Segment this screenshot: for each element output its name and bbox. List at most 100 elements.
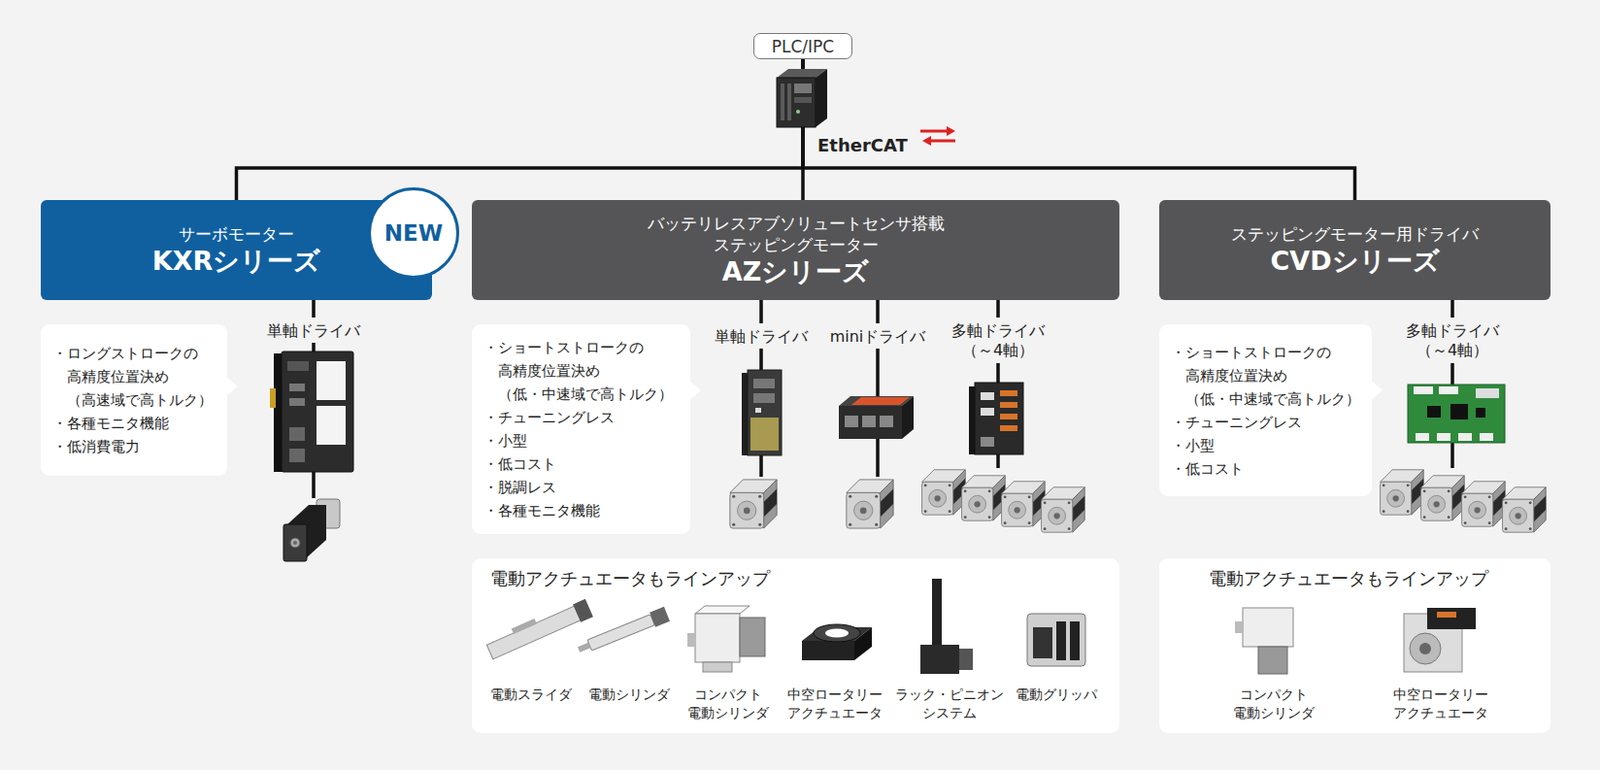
text-line: 単軸ドライバ <box>266 321 361 341</box>
feature-item: ・ショートストロークの 高精度位置決め （低・中速域で高トルク） <box>483 335 679 406</box>
text-line: 電動シリンダ <box>588 685 670 704</box>
text-line: （～4軸） <box>951 340 1045 361</box>
text-line: ・脱調レス <box>483 475 679 500</box>
servo-motor <box>283 499 340 562</box>
feature-item: ・低コスト <box>1170 457 1361 481</box>
kxr-driver <box>269 351 354 472</box>
driver-label: 多軸ドライバ （～4軸） <box>1405 321 1500 361</box>
series-title: AZシリーズ <box>722 255 869 289</box>
feature-item: ・低消費電力 <box>52 434 216 459</box>
feature-item: ・ショートストロークの 高精度位置決め （低・中速域で高トルク） <box>1170 340 1361 411</box>
text-line: ・小型 <box>1170 433 1361 458</box>
text-line: コンパクト <box>1233 685 1315 704</box>
text-line: （高速域で高トルク） <box>52 388 216 412</box>
cvd-board <box>1407 384 1505 443</box>
actuator-name: 電動シリンダ <box>588 685 670 704</box>
feature-item: ・チューニングレス <box>483 405 679 430</box>
text-line: ・低コスト <box>483 452 679 476</box>
actuator-name: ラック・ピニオン システム <box>895 685 1004 723</box>
text-line: 電動アクチュエータもラインアップ <box>1208 566 1489 591</box>
text-line: システム <box>895 703 1004 723</box>
driver-label: 単軸ドライバ <box>266 321 361 341</box>
series-subtitle: ステッピングモーター用ドライバ <box>1231 223 1479 245</box>
bus-connector <box>802 59 1356 200</box>
text-line: 電動スライダ <box>490 685 572 704</box>
plc-computer <box>776 68 828 128</box>
series-box: バッテリレスアブソリュートセンサ搭載 ステッピングモーターAZシリーズ <box>471 200 1120 300</box>
text-line: アクチュエータ <box>787 703 883 723</box>
text-line: EtherCAT <box>817 134 908 157</box>
feature-callout: ・ロングストロークの 高精度位置決め （高速域で高トルク）・各種モニタ機能・低消… <box>40 324 228 476</box>
text-line: ・各種モニタ機能 <box>52 411 216 435</box>
badge-text: NEW <box>384 220 443 246</box>
feature-item: ・各種モニタ機能 <box>483 499 679 523</box>
text-line: 中空ロータリー <box>787 685 883 704</box>
driver-label: 多軸ドライバ （～4軸） <box>951 321 1045 361</box>
actuator-name: コンパクト 電動シリンダ <box>1233 685 1315 723</box>
bus-connector <box>236 59 804 200</box>
text-line: 多軸ドライバ <box>1405 321 1500 341</box>
text-line: 単軸ドライバ <box>714 327 808 347</box>
text-line: ラック・ピニオン <box>895 685 1004 704</box>
feature-item: ・各種モニタ機能 <box>52 411 216 435</box>
text-line: （低・中速域で高トルク） <box>1170 387 1361 411</box>
text-line: サーボモーター <box>178 223 295 245</box>
text-line: 高精度位置決め <box>1170 364 1361 388</box>
text-line: ・チューニングレス <box>1170 410 1361 434</box>
series-box: ステッピングモーター用ドライバCVDシリーズ <box>1159 200 1551 300</box>
series-subtitle: バッテリレスアブソリュートセンサ搭載 ステッピングモーター <box>647 212 945 256</box>
controller-label: PLC/IPC <box>771 36 834 57</box>
controller-box: PLC/IPC <box>753 33 853 60</box>
actuator-name: 電動スライダ <box>490 685 572 704</box>
feature-item: ・小型 <box>1170 433 1361 458</box>
feature-item: ・小型 <box>483 429 679 453</box>
text-line: コンパクト <box>687 685 769 704</box>
feature-item: ・低コスト <box>483 452 679 476</box>
text-line: ステッピングモーター用ドライバ <box>1231 223 1479 245</box>
ethercat-arrows <box>920 126 956 146</box>
actuator-panel: 電動アクチュエータもラインアップコンパクト 電動シリンダ 中空ロータリー アクチュ… <box>1159 558 1551 734</box>
panel-heading: 電動アクチュエータもラインアップ <box>490 566 770 591</box>
text-line: NEW <box>384 220 443 246</box>
text-line: 電動シリンダ <box>687 703 769 723</box>
actuator-name: コンパクト 電動シリンダ <box>687 685 769 723</box>
actuator-name: 中空ロータリー アクチュエータ <box>787 685 883 723</box>
text-line: バッテリレスアブソリュートセンサ搭載 <box>647 212 945 234</box>
actuator-name: 電動グリッパ <box>1015 685 1098 704</box>
text-line: 中空ロータリー <box>1393 685 1489 704</box>
az-mini-driver <box>838 396 914 439</box>
text-line: AZシリーズ <box>722 255 869 289</box>
text-line: ステッピングモーター <box>647 233 945 256</box>
series-subtitle: サーボモーター <box>178 223 295 245</box>
text-line: ・各種モニタ機能 <box>483 499 679 523</box>
text-line: 電動シリンダ <box>1233 703 1315 723</box>
az-single-driver <box>741 369 782 456</box>
driver-label: 単軸ドライバ <box>714 327 808 347</box>
text-line: 電動グリッパ <box>1015 685 1098 704</box>
text-line: CVDシリーズ <box>1269 244 1439 278</box>
text-line: 高精度位置決め <box>483 359 679 383</box>
text-line: ・小型 <box>483 429 679 453</box>
text-line: ・ロングストロークの <box>52 341 216 366</box>
series-title: CVDシリーズ <box>1269 244 1439 278</box>
new-badge: NEW <box>367 187 460 279</box>
text-line: ・ショートストロークの <box>483 335 679 360</box>
feature-item: ・ロングストロークの 高精度位置決め （高速域で高トルク） <box>52 341 216 412</box>
text-line: 電動アクチュエータもラインアップ <box>490 566 770 591</box>
text-line: ・低消費電力 <box>52 434 216 459</box>
az-multi-driver <box>968 382 1024 455</box>
actuator-panel: 電動アクチュエータもラインアップ電動スライダ電動シリンダコンパクト 電動シリンダ… <box>471 558 1120 734</box>
text-line: アクチュエータ <box>1393 703 1489 723</box>
text-line: 多軸ドライバ <box>951 321 1045 341</box>
text-line: （～4軸） <box>1405 340 1500 361</box>
stepping-motors <box>730 469 1546 533</box>
text-line: ・ショートストロークの <box>1170 340 1361 365</box>
text-line: （低・中速域で高トルク） <box>483 382 679 406</box>
text-line: PLC/IPC <box>771 36 834 57</box>
driver-label: miniドライバ <box>830 327 927 347</box>
feature-item: ・チューニングレス <box>1170 410 1361 434</box>
text-line: ・低コスト <box>1170 457 1361 481</box>
actuator-name: 中空ロータリー アクチュエータ <box>1393 685 1489 723</box>
text-line: miniドライバ <box>830 327 927 347</box>
feature-callout: ・ショートストロークの 高精度位置決め （低・中速域で高トルク）・チューニングレ… <box>1159 324 1372 497</box>
